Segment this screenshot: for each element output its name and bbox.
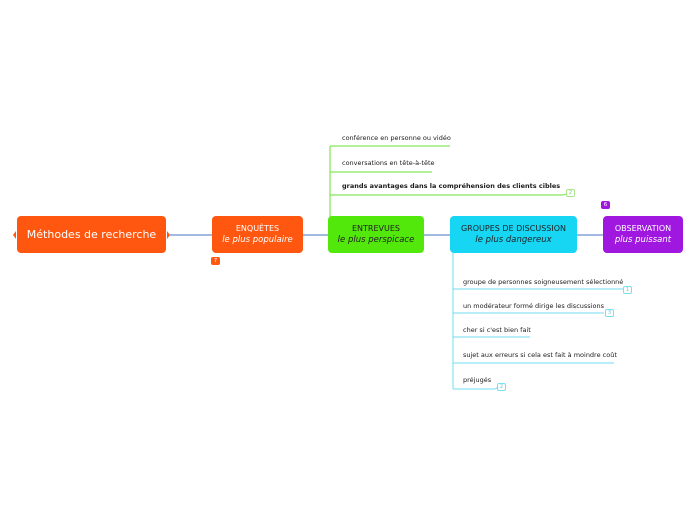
topic-groupes-title: GROUPES DE DISCUSSION: [460, 224, 566, 233]
topic-entrevues[interactable]: ENTREVUES le plus perspicace: [328, 216, 424, 253]
topic-enquetes-title: ENQUÊTES: [235, 224, 280, 233]
topic-observation[interactable]: OBSERVATION plus puissant: [603, 216, 683, 253]
leaf-groupes-1-badge[interactable]: 1: [623, 286, 632, 294]
topic-observation-subtitle: plus puissant: [614, 235, 672, 245]
topic-enquetes[interactable]: ENQUÊTES le plus populaire: [212, 216, 303, 253]
topic-observation-title: OBSERVATION: [614, 224, 672, 233]
leaf-entrevues-3-badge[interactable]: 2: [566, 189, 575, 197]
root-label: Méthodes de recherche: [26, 228, 157, 241]
topic-groupes[interactable]: GROUPES DE DISCUSSION le plus dangereux: [450, 216, 577, 253]
root-node[interactable]: Méthodes de recherche: [17, 216, 166, 253]
leaf-groupes-2-badge[interactable]: 3: [605, 309, 614, 317]
topic-entrevues-subtitle: le plus perspicace: [337, 235, 415, 245]
topic-enquetes-badge[interactable]: 7: [211, 257, 220, 265]
topic-enquetes-subtitle: le plus populaire: [222, 235, 293, 245]
topic-groupes-subtitle: le plus dangereux: [475, 235, 552, 245]
leaf-entrevues-2[interactable]: conversations en tête-à-tête: [342, 159, 435, 167]
leaf-groupes-4[interactable]: sujet aux erreurs si cela est fait à moi…: [463, 351, 617, 359]
leaf-groupes-5[interactable]: préjugés: [463, 376, 492, 384]
leaf-entrevues-1[interactable]: conférence en personne ou vidéo: [342, 134, 451, 142]
leaf-groupes-3[interactable]: cher si c'est bien fait: [463, 326, 531, 334]
leaf-groupes-1[interactable]: groupe de personnes soigneusement sélect…: [463, 278, 624, 286]
leaf-groupes-5-badge[interactable]: 2: [497, 383, 506, 391]
topic-observation-badge[interactable]: 6: [601, 201, 610, 209]
leaf-groupes-2[interactable]: un modérateur formé dirige les discussio…: [463, 302, 604, 310]
topic-entrevues-title: ENTREVUES: [352, 224, 400, 233]
leaf-entrevues-3[interactable]: grands avantages dans la compréhension d…: [342, 182, 561, 190]
